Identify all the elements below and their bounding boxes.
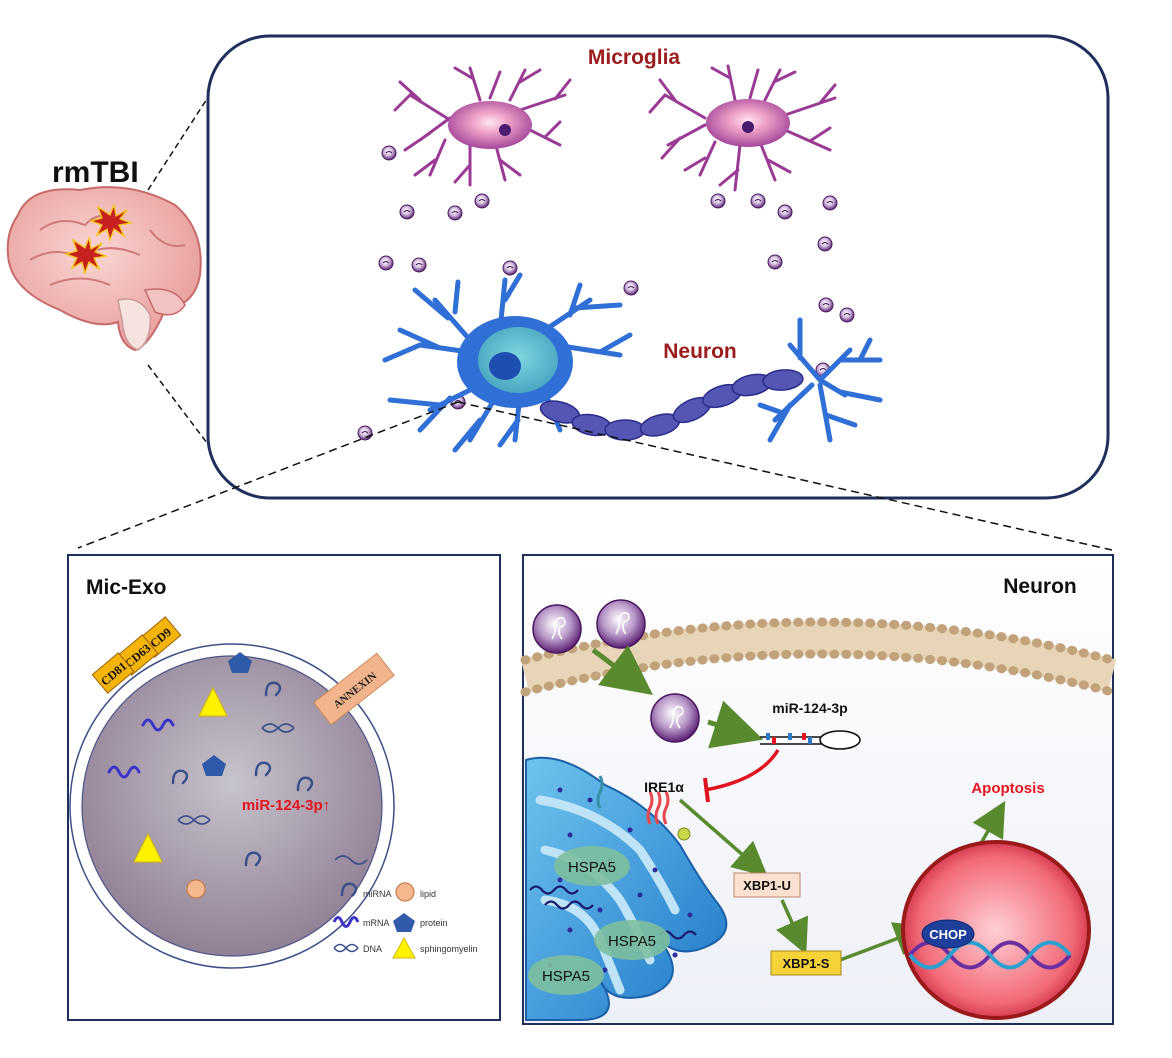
- hspa5-protein-1: HSPA5: [554, 846, 630, 886]
- chop-label: CHOP: [929, 927, 967, 942]
- inhibition-arrow: [703, 749, 780, 803]
- exosome-cargo: [107, 652, 368, 899]
- lipid-icon: [186, 879, 206, 899]
- mrna-icons: [107, 718, 175, 779]
- cargo-legend: miRNA lipid mRNA protein DNA sphingomyel…: [332, 882, 478, 959]
- injury-burst-icon: [64, 202, 134, 275]
- mirna-icons: [171, 681, 314, 867]
- neuron-label-top: Neuron: [663, 340, 737, 363]
- exo-mirna-label: miR-124-3p↑: [242, 797, 330, 814]
- protein-icon: [202, 755, 226, 776]
- legend-sphingomyelin-text: sphingomyelin: [420, 944, 478, 954]
- connector-lines-top: [147, 87, 227, 469]
- endoplasmic-reticulum: [525, 756, 728, 1021]
- connector-lines-bottom: [77, 401, 1113, 551]
- sphingomyelin-icon: [198, 686, 228, 717]
- legend-lipid-icon: [395, 882, 415, 902]
- microglia-label: Microglia: [588, 46, 681, 69]
- neuron-panel-title: Neuron: [1003, 575, 1077, 598]
- legend-protein-icon: [393, 913, 415, 932]
- hspa5-protein-3: HSPA5: [528, 955, 604, 995]
- legend-lipid-text: lipid: [420, 889, 436, 899]
- neuron-cell: [382, 272, 883, 453]
- xbp1s-label: XBP1-S: [783, 956, 830, 971]
- legend-dna-icon: [333, 943, 359, 953]
- apoptosis-label: Apoptosis: [971, 780, 1044, 797]
- mic-exo-title: Mic-Exo: [86, 576, 167, 599]
- exosome-uptake: [532, 599, 764, 749]
- protein-icon: [228, 652, 252, 673]
- legend-protein-text: protein: [420, 918, 448, 928]
- legend-mirna-text: miRNA: [363, 889, 392, 899]
- legend-dna-text: DNA: [363, 944, 382, 954]
- legend-sphingomyelin-icon: [392, 936, 416, 959]
- legend-mrna-icon: [332, 916, 360, 928]
- hspa5-label-1: HSPA5: [568, 859, 616, 876]
- rmtbi-label: rmTBI: [52, 156, 139, 189]
- xbp1u-label: XBP1-U: [743, 878, 791, 893]
- hspa5-label-2: HSPA5: [608, 933, 656, 950]
- mir-124-label: miR-124-3p: [772, 700, 847, 716]
- brain-illustration: [6, 186, 202, 352]
- microglia-cell-left: [393, 66, 572, 187]
- legend-mirna-icon: [340, 882, 358, 897]
- legend-mrna-text: mRNA: [363, 918, 390, 928]
- mir-124-hairpin: [760, 730, 861, 750]
- microglia-cell-right: [648, 64, 837, 192]
- hspa5-label-3: HSPA5: [542, 968, 590, 985]
- nucleus: CHOP: [901, 840, 1091, 1020]
- sphingomyelin-icon: [133, 832, 163, 863]
- xbp1s-box: XBP1-S: [770, 950, 842, 976]
- hspa5-protein-2: HSPA5: [594, 920, 670, 960]
- dna-icons: [177, 723, 368, 865]
- top-panel-frame: [206, 34, 1110, 500]
- xbp1u-box: XBP1-U: [733, 872, 801, 898]
- ire1a-label: IRE1α: [644, 779, 684, 795]
